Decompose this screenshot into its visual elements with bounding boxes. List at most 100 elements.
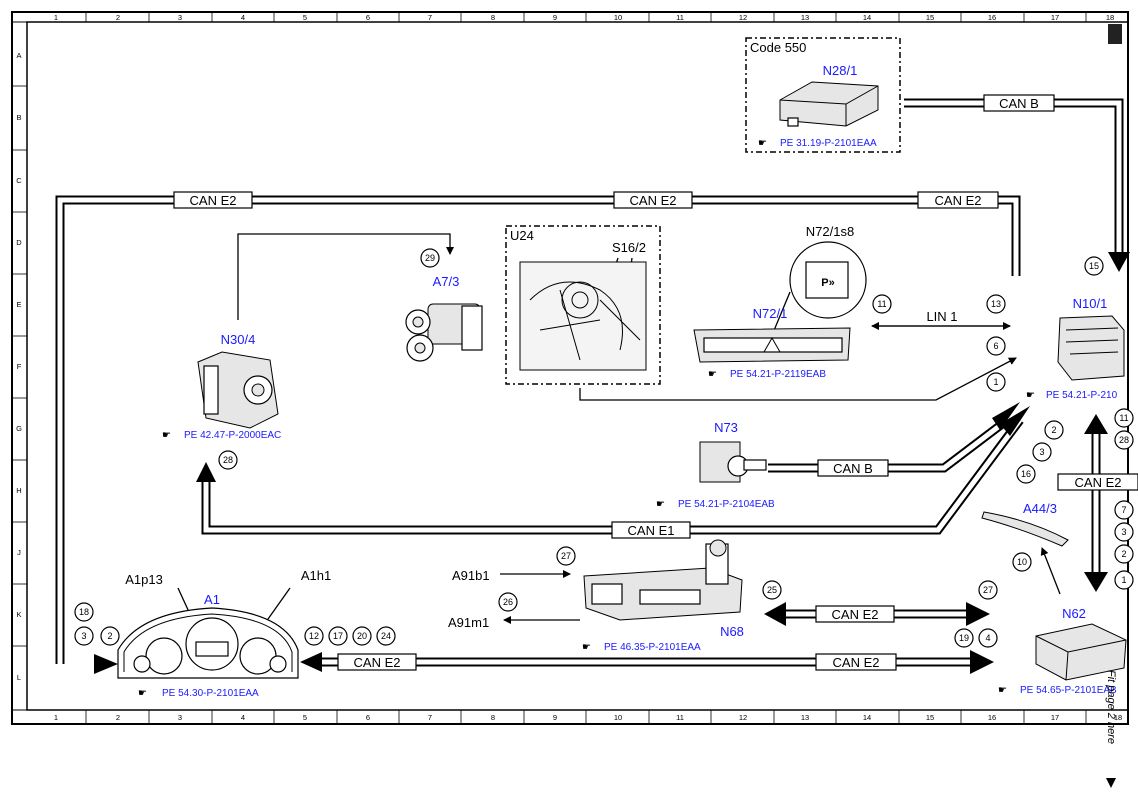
svg-text:3: 3 [81, 631, 86, 641]
a91m1-label: A91m1 [448, 615, 489, 630]
bus-label-lin1: LIN 1 [926, 309, 957, 324]
svg-text:2: 2 [1051, 425, 1056, 435]
svg-text:20: 20 [357, 631, 367, 641]
conn-10: 10 [1017, 557, 1027, 567]
reference-hand-icon: ☛ [1026, 390, 1035, 401]
svg-text:CAN E1: CAN E1 [628, 523, 675, 538]
col-label: 16 [988, 13, 996, 22]
s16-2-label: S16/2 [612, 240, 646, 255]
group-u24-label: U24 [510, 228, 534, 243]
col-label: 13 [801, 13, 809, 22]
col-label: 1 [54, 13, 58, 22]
component-a7-3: 29 A7/3 [405, 248, 483, 362]
row-label: K [16, 610, 21, 619]
bus-label-can-e2-l2: CAN E2 [815, 653, 897, 671]
col-label: 5 [303, 13, 307, 22]
bus-arrowheads [94, 252, 1130, 674]
col-label: 8 [491, 713, 495, 722]
col-label: 11 [676, 13, 684, 22]
component-n28-1: N28/1 PE 31.19-P-2101EAA ☛ [758, 63, 879, 149]
row-label: J [17, 548, 21, 557]
col-label: 10 [614, 713, 622, 722]
row-label: F [17, 362, 22, 371]
col-label: 13 [801, 713, 809, 722]
svg-text:19: 19 [959, 633, 969, 643]
group-code-550: Code 550 [745, 37, 901, 153]
svg-text:CAN E2: CAN E2 [935, 193, 982, 208]
col-label: 18 [1106, 13, 1114, 22]
n28-1-ref: PE 31.19-P-2101EAA [780, 138, 877, 149]
svg-text:17: 17 [333, 631, 343, 641]
col-label: 14 [863, 13, 871, 22]
svg-text:2: 2 [1121, 549, 1126, 559]
n72-1-label: N72/1 [753, 306, 788, 321]
n30-4-ref: PE 42.47-P-2000EAC [184, 430, 281, 441]
svg-text:28: 28 [1119, 435, 1129, 445]
svg-text:CAN E2: CAN E2 [833, 655, 880, 670]
n72-1s8-label: N72/1s8 [806, 224, 854, 239]
column-labels: 1 2 3 4 5 6 7 8 9 10 11 12 13 14 15 16 1… [54, 12, 1122, 724]
col-label: 6 [366, 13, 370, 22]
col-label: 9 [553, 13, 557, 22]
svg-text:24: 24 [381, 631, 391, 641]
reference-hand-icon: ☛ [162, 430, 171, 441]
col-label: 18 [1114, 713, 1122, 722]
n68-label: N68 [720, 624, 744, 639]
bus-label-can-b-top: CAN B [983, 94, 1055, 112]
svg-text:CAN B: CAN B [999, 96, 1039, 111]
col-label: 14 [863, 713, 871, 722]
bus-label-can-e2-c2: CAN E2 [613, 191, 693, 209]
bus-label-can-e2-c1: CAN E2 [173, 191, 253, 209]
row-label: C [16, 176, 22, 185]
svg-text:1: 1 [993, 377, 998, 387]
col-label: 2 [116, 713, 120, 722]
row-label: D [16, 238, 22, 247]
col-label: 17 [1051, 13, 1059, 22]
svg-text:CAN E2: CAN E2 [354, 655, 401, 670]
n62-label: N62 [1062, 606, 1086, 621]
connection-markers-n10-1: 15 11 13 6 1 2 3 16 11 28 [872, 256, 1134, 484]
fit-page-note: Fit page 2 here [1105, 670, 1117, 744]
col-label: 5 [303, 713, 307, 722]
col-label: 7 [428, 713, 432, 722]
conn-29: 29 [425, 253, 435, 263]
svg-text:CAN E2: CAN E2 [190, 193, 237, 208]
col-label: 11 [676, 713, 684, 722]
col-label: 4 [241, 713, 245, 722]
bus-label-can-e2-l1: CAN E2 [337, 653, 417, 671]
svg-text:2: 2 [107, 631, 112, 641]
svg-text:15: 15 [1089, 261, 1099, 271]
component-n30-4: N30/4 ☛ PE 42.47-P-2000EAC 28 [162, 332, 281, 470]
component-n10-1: N10/1 ☛ PE 54.21-P-210 [1026, 296, 1125, 401]
reference-hand-icon: ☛ [582, 642, 591, 653]
col-label: 15 [926, 13, 934, 22]
conn-28: 28 [223, 455, 233, 465]
corner-tab-icon [1108, 24, 1122, 44]
group-code-label: Code 550 [750, 40, 806, 55]
n62-ref: PE 54.65-P-2101EAB [1020, 685, 1117, 696]
col-label: 17 [1051, 713, 1059, 722]
bus-label-can-b-mid: CAN B [817, 459, 889, 477]
svg-text:16: 16 [1021, 469, 1031, 479]
component-a44-3: A44/3 10 [981, 501, 1069, 572]
conn-25: 25 [767, 585, 777, 595]
svg-text:3: 3 [1039, 447, 1044, 457]
bus-label-can-e2-right: CAN E2 [1057, 473, 1138, 491]
col-label: 2 [116, 13, 120, 22]
n73-ref: PE 54.21-P-2104EAB [678, 499, 775, 510]
col-label: 3 [178, 13, 182, 22]
col-label: 16 [988, 713, 996, 722]
col-label: 12 [739, 13, 747, 22]
n30-4-label: N30/4 [221, 332, 256, 347]
col-label: 3 [178, 713, 182, 722]
row-label: G [16, 424, 22, 433]
component-n72-1s8: N72/1s8 P» [769, 224, 867, 341]
svg-text:11: 11 [1119, 413, 1128, 423]
a7-3-label: A7/3 [433, 274, 460, 289]
svg-text:27: 27 [983, 585, 993, 595]
col-label: 15 [926, 713, 934, 722]
col-label: 4 [241, 13, 245, 22]
svg-text:11: 11 [877, 299, 886, 309]
n10-1-label: N10/1 [1073, 296, 1108, 311]
n73-label: N73 [714, 420, 738, 435]
